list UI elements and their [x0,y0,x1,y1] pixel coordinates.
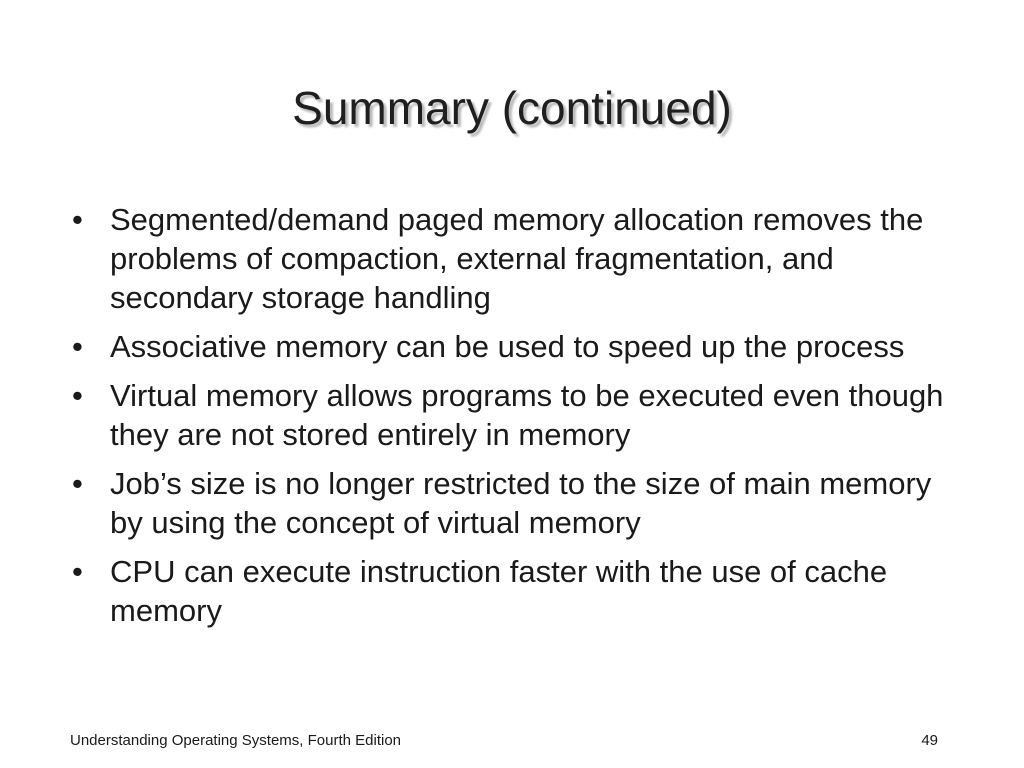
bullet-dot-icon: • [72,466,83,501]
bullet-text: CPU can execute instruction faster with … [110,554,888,628]
bullet-dot-icon: • [72,378,83,413]
bullet-item: • Associative memory can be used to spee… [70,327,960,366]
bullet-list: • Segmented/demand paged memory allocati… [70,200,960,640]
footer-page-number: 49 [921,732,938,749]
bullet-text: Segmented/demand paged memory allocation… [110,202,924,315]
bullet-text: Associative memory can be used to speed … [110,329,905,364]
bullet-item: • Job’s size is no longer restricted to … [70,464,960,542]
footer-book-title: Understanding Operating Systems, Fourth … [70,732,402,749]
bullet-dot-icon: • [72,202,83,237]
bullet-dot-icon: • [72,329,83,364]
bullet-text: Virtual memory allows programs to be exe… [110,378,944,452]
bullet-item: • Virtual memory allows programs to be e… [70,376,960,454]
bullet-item: • Segmented/demand paged memory allocati… [70,200,960,317]
slide-title: Summary (continued) [292,82,732,134]
bullet-text: Job’s size is no longer restricted to th… [110,466,932,540]
bullet-dot-icon: • [72,554,83,589]
bullet-item: • CPU can execute instruction faster wit… [70,552,960,630]
